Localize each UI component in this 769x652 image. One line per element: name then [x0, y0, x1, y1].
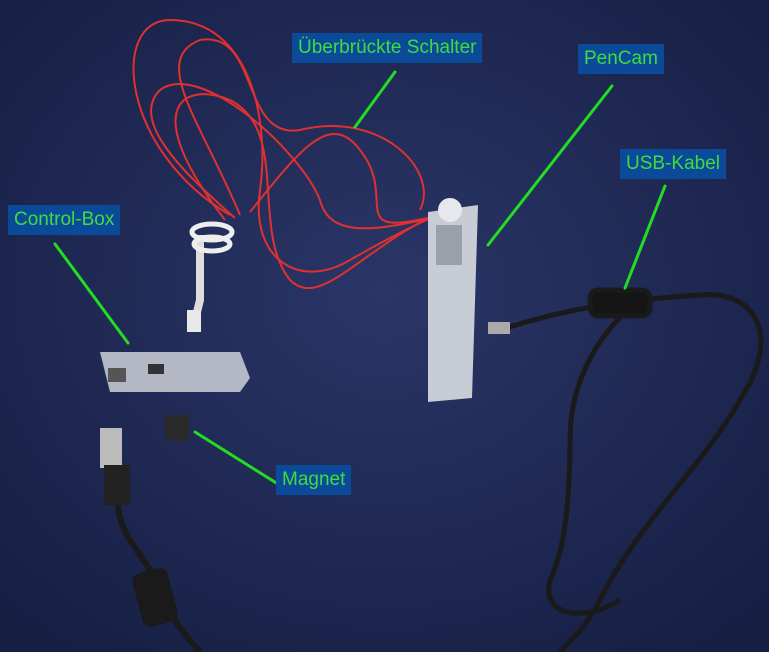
magnet-object	[165, 415, 189, 441]
label-control-box: Control-Box	[8, 205, 121, 235]
label-switches: Überbrückte Schalter	[292, 33, 483, 63]
pointer-usb-cable	[623, 184, 667, 290]
coiled-cable	[187, 221, 235, 332]
pencam-device	[428, 198, 478, 402]
usb-cable-right	[488, 287, 764, 652]
pointer-lines	[53, 70, 667, 486]
usb-cable-left	[100, 428, 203, 652]
pointer-magnet	[193, 430, 280, 486]
pointer-switches	[353, 70, 397, 129]
pointer-pencam	[486, 84, 614, 247]
red-wires	[132, 18, 446, 290]
control-box-device	[100, 352, 250, 392]
label-magnet: Magnet	[276, 465, 352, 495]
pointer-control-box	[53, 242, 130, 345]
label-pencam: PenCam	[578, 44, 664, 74]
label-usb-cable: USB-Kabel	[620, 149, 726, 179]
